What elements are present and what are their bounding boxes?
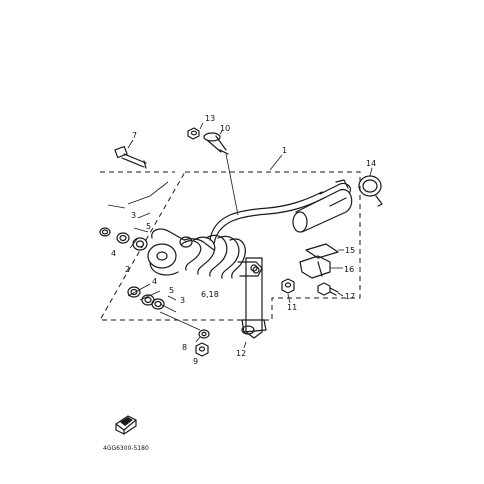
nut-part-13 [187, 127, 200, 140]
bracket-part-15 [305, 243, 344, 259]
callout-3-lower: 3 [180, 296, 185, 305]
callout-5-lower: 5 [169, 286, 174, 295]
collar-part-3-lower [151, 298, 165, 310]
callout-5: 5 [146, 222, 151, 231]
callout-4-lower: 4 [152, 277, 157, 286]
bolt-part-10 [203, 132, 229, 155]
drawing-code: 4GG6300-5180 [103, 445, 149, 452]
oil-seal-part-4-lower [127, 286, 141, 298]
oil-seal-part-4 [132, 237, 148, 251]
reservoir-canister [292, 179, 353, 233]
callout-7: 7 [132, 131, 137, 140]
callout-9: 9 [193, 357, 198, 366]
reservoir-hose [209, 191, 325, 245]
callout-15: 15 [345, 246, 355, 255]
bracket-part-16 [299, 255, 343, 279]
callout-16: 16 [344, 265, 354, 274]
rear-shock-absorber [147, 228, 263, 279]
callout-13: 13 [205, 114, 215, 123]
nut-part-11 [281, 278, 295, 304]
callout-1: 1 [282, 146, 287, 155]
bolt-part-7 [114, 139, 147, 169]
washer-part-5 [116, 232, 130, 244]
callout-3: 3 [131, 211, 136, 220]
callout-17: 17 [345, 292, 355, 301]
washer-part-8 [195, 329, 210, 343]
callout-4: 4 [111, 249, 116, 258]
bolt-part-17 [317, 282, 344, 297]
nut-part-9 [195, 342, 209, 357]
callout-2: 2 [125, 265, 130, 274]
yamaha-book-emblem-icon [115, 415, 137, 435]
callout-12: 12 [236, 349, 246, 358]
collar-part-2 [99, 227, 111, 237]
connecting-rod-part-12 [241, 257, 267, 349]
assembly-boundary [99, 171, 361, 321]
callout-8: 8 [182, 343, 187, 352]
callout-14: 14 [366, 159, 376, 168]
callout-10: 10 [220, 124, 230, 133]
callout-6-18: 6,18 [201, 290, 219, 299]
callout-11: 11 [287, 303, 297, 312]
band-clamp-part-14 [358, 167, 383, 207]
